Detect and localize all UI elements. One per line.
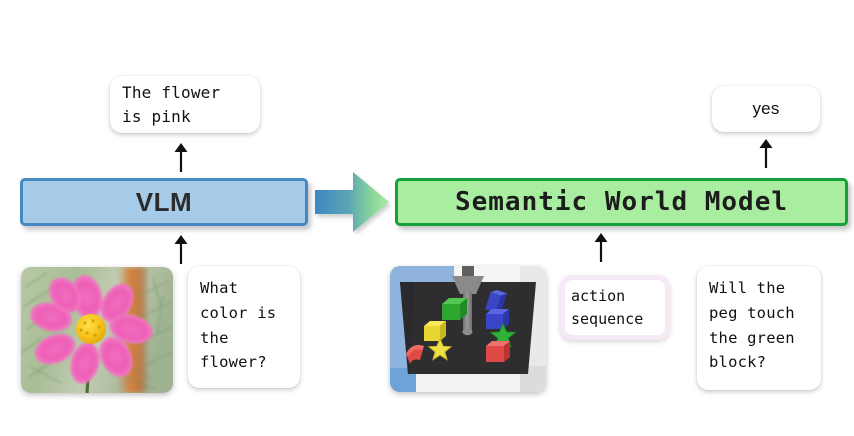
- action-sequence-text: action sequence: [571, 287, 644, 328]
- action-sequence-inner: action sequence: [565, 280, 665, 335]
- blue-to-green-right-arrow: [315, 172, 389, 232]
- vlm-answer-card: The flower is pink: [110, 76, 260, 133]
- vlm-model-label: VLM: [135, 186, 193, 217]
- vlm-question-card: What color is the flower?: [188, 266, 300, 388]
- swm-question-text: Will the peg touch the green block?: [709, 279, 795, 372]
- vlm-answer-text: The flower is pink: [122, 83, 221, 126]
- vlm-question-text: What color is the flower?: [200, 279, 277, 372]
- up-arrow-swm-to-answer: [759, 139, 773, 168]
- up-arrow-input-to-vlm: [174, 235, 188, 264]
- vlm-model-box[interactable]: VLM: [20, 178, 308, 226]
- swm-answer-card: yes: [712, 86, 820, 132]
- swm-question-card: Will the peg touch the green block?: [697, 266, 821, 390]
- pink-cosmos-flower-photo: [21, 267, 173, 393]
- up-arrow-input-to-swm: [594, 233, 608, 262]
- swm-answer-text: yes: [752, 98, 780, 118]
- semantic-world-model-box[interactable]: Semantic World Model: [395, 178, 848, 226]
- robot-manipulation-sim-scene: [390, 266, 546, 392]
- action-sequence-card: action sequence: [560, 275, 670, 340]
- semantic-world-model-label: Semantic World Model: [454, 187, 789, 217]
- up-arrow-vlm-to-answer: [174, 143, 188, 172]
